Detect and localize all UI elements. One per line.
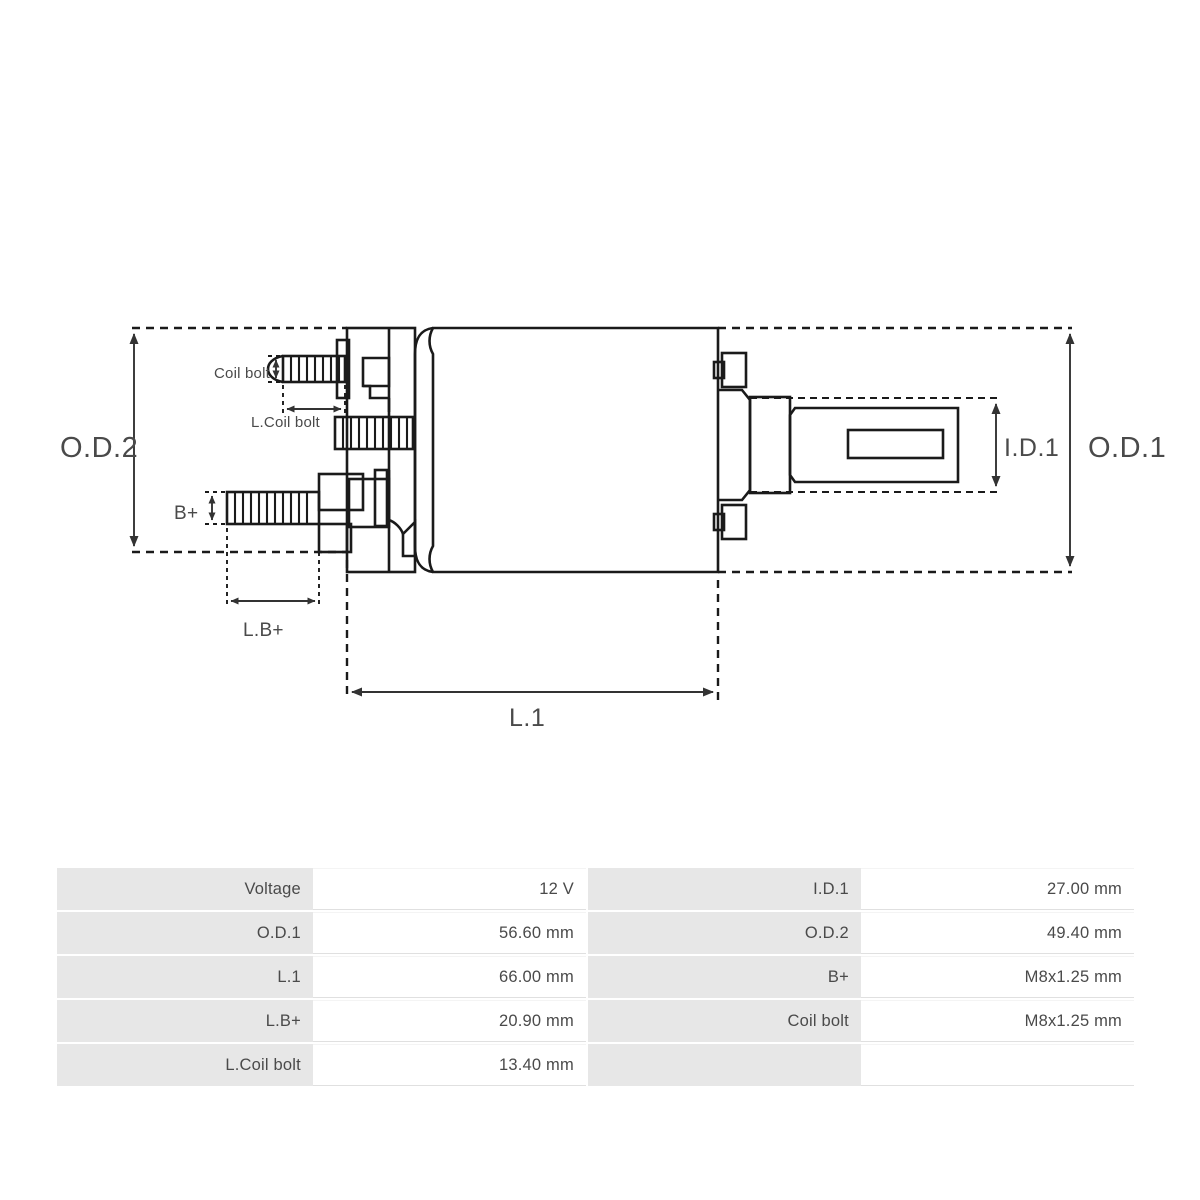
spec-value-right: M8x1.25 mm	[860, 1000, 1134, 1042]
spec-label-left: L.1	[57, 956, 313, 998]
spec-label-left: L.Coil bolt	[57, 1044, 313, 1086]
spec-label-right	[587, 1044, 861, 1086]
spec-label-right: O.D.2	[587, 912, 861, 954]
dimension-label-id1: I.D.1	[1004, 434, 1059, 462]
spec-value-right: 27.00 mm	[860, 868, 1134, 910]
technical-drawing: O.D.2 O.D.1 I.D.1 L.1 L.B+ B+ Coil bolt …	[60, 326, 1166, 732]
spec-value-left: 12 V	[312, 868, 586, 910]
spec-value-right: M8x1.25 mm	[860, 956, 1134, 998]
spec-label-right: I.D.1	[587, 868, 861, 910]
dimension-label-l-bplus: L.B+	[243, 620, 284, 641]
spec-label-left: L.B+	[57, 1000, 313, 1042]
spec-label-right: B+	[587, 956, 861, 998]
spec-value-right: 49.40 mm	[860, 912, 1134, 954]
dimension-label-coil-bolt: Coil bolt	[214, 365, 271, 382]
spec-value-right	[860, 1044, 1134, 1086]
spec-label-left: Voltage	[57, 868, 313, 910]
dimension-label-bplus: B+	[174, 503, 198, 524]
dimension-label-od2: O.D.2	[60, 432, 138, 464]
dimension-label-od1: O.D.1	[1088, 432, 1166, 464]
spec-label-right: Coil bolt	[587, 1000, 861, 1042]
spec-value-left: 20.90 mm	[312, 1000, 586, 1042]
spec-value-left: 56.60 mm	[312, 912, 586, 954]
spec-value-left: 13.40 mm	[312, 1044, 586, 1086]
spec-value-left: 66.00 mm	[312, 956, 586, 998]
spec-label-left: O.D.1	[57, 912, 313, 954]
dimension-label-l-coil-bolt: L.Coil bolt	[251, 414, 321, 431]
dimension-label-l1: L.1	[509, 704, 545, 732]
